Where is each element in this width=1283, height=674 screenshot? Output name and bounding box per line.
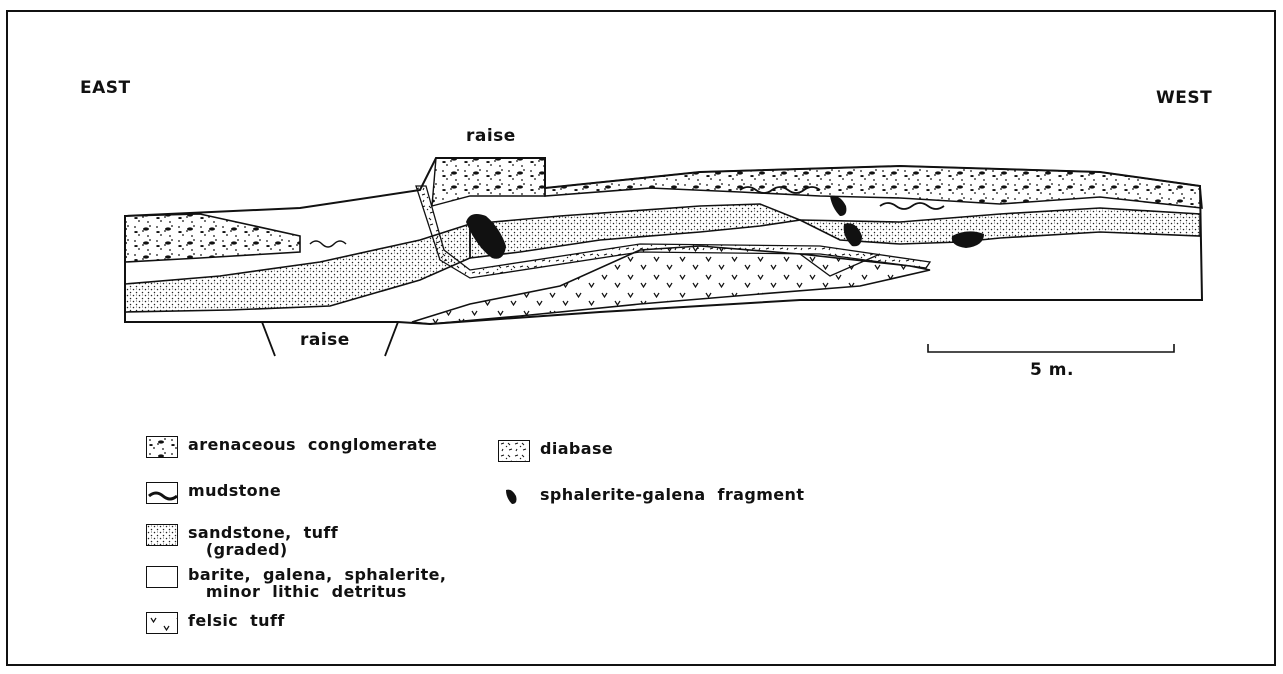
legend-label-conglomerate: arenaceous conglomerate [188,436,437,453]
diabase-swatch [498,440,530,462]
mudstone-swatch [146,482,178,504]
scale-bar-label: 5 m. [1030,360,1074,380]
legend-label-sphalerite: sphalerite-galena fragment [540,486,804,503]
legend-item-sphalerite: sphalerite-galena fragment [498,486,804,508]
raise-label-bottom: raise [300,330,350,350]
legend-item-diabase: diabase [498,440,613,462]
legend-label-diabase: diabase [540,440,613,457]
legend-label-felsic-tuff: felsic tuff [188,612,285,629]
mudstone-line-3 [880,203,944,209]
conglomerate-raise [432,158,545,206]
scale-bar [928,344,1174,352]
west-label: WEST [1156,88,1212,108]
conglomerate-band-left [125,214,300,262]
legend-item-sandstone: sandstone, tuff (graded) [146,524,338,558]
legend-item-felsic-tuff: felsic tuff [146,612,285,634]
conglomerate-band-upper [545,166,1202,208]
conglomerate-swatch [146,436,178,458]
legend-item-barite: barite, galena, sphalerite, minor lithic… [146,566,446,600]
legend-label-mudstone: mudstone [188,482,281,499]
legend-label-sandstone: sandstone, tuff (graded) [188,524,338,558]
mudstone-line-1 [310,241,346,247]
sphalerite-fragment-2 [830,196,846,216]
raise-label-top: raise [466,126,516,146]
legend-label-barite: barite, galena, sphalerite, minor lithic… [188,566,446,600]
legend-item-mudstone: mudstone [146,482,281,504]
sandstone-swatch [146,524,178,546]
east-label: EAST [80,78,131,98]
sphalerite-swatch [498,486,530,508]
barite-swatch [146,566,178,588]
felsic-tuff-swatch [146,612,178,634]
legend-item-conglomerate: arenaceous conglomerate [146,436,437,458]
